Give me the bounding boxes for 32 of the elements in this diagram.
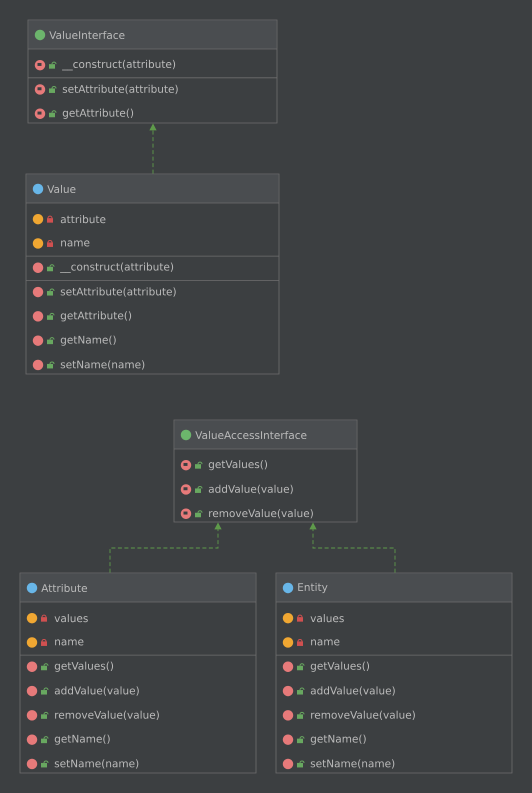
method-name: getAttribute() (62, 108, 134, 119)
class-name: Entity (298, 582, 328, 594)
method-name: addValue(value) (310, 686, 395, 696)
class-name: ValueInterface (49, 30, 124, 40)
class-name: ValueAccessInterface (195, 430, 306, 440)
class-name: Value (47, 184, 76, 194)
class-name: Attribute (41, 584, 87, 592)
method-name: getName() (54, 734, 110, 745)
method-name: setName(name) (310, 759, 394, 769)
method-name: getValues() (54, 662, 114, 672)
method-name: getAttribute() (60, 311, 132, 322)
field-name: values (54, 614, 88, 622)
method-name: addValue(value) (208, 484, 293, 494)
field-name: values (310, 614, 344, 622)
method-name: addValue(value) (54, 686, 139, 696)
method-name: getValues() (310, 662, 370, 672)
method-name: __construct(attribute) (60, 262, 174, 273)
method-name: getName() (310, 734, 366, 745)
field-name: name (61, 240, 90, 246)
method-name: setAttribute(attribute) (60, 287, 176, 297)
field-name: name (311, 639, 340, 646)
method-name: removeValue(value) (55, 710, 159, 720)
method-name: removeValue(value) (209, 509, 313, 518)
method-name: setName(name) (60, 360, 144, 370)
method-name: setAttribute(attribute) (62, 84, 178, 94)
method-name: removeValue(value) (311, 710, 415, 720)
method-name: setName(name) (54, 759, 138, 769)
method-name: getValues() (208, 460, 268, 470)
field-name: attribute (60, 215, 106, 224)
method-name: __construct(attribute) (62, 60, 176, 70)
field-name: name (55, 639, 84, 646)
method-name: getName() (60, 336, 116, 346)
